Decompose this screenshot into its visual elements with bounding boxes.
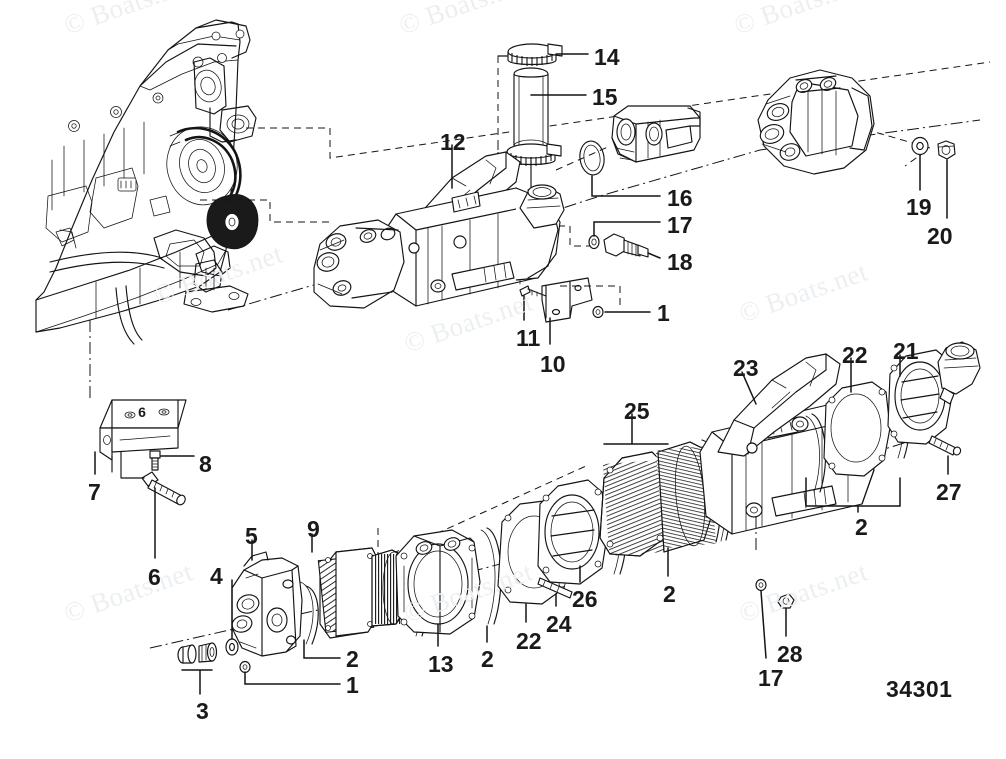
callout-2-d: 2 — [855, 514, 868, 540]
callout-4: 4 — [210, 563, 223, 589]
callout-17-bottom: 17 — [758, 665, 784, 691]
callout-14: 14 — [594, 44, 620, 70]
callout-3: 3 — [196, 698, 209, 724]
callout-25: 25 — [624, 398, 650, 424]
callout-22-a: 22 — [516, 628, 542, 654]
callout-8: 8 — [199, 451, 212, 477]
callout-1-top: 1 — [657, 300, 670, 326]
callout-leader-lines — [94, 53, 949, 695]
callout-6: 6 — [148, 564, 161, 590]
heat-exchanger-assembly-12 — [313, 151, 621, 323]
callout-23: 23 — [733, 355, 759, 381]
callout-1-bottom: 1 — [346, 672, 359, 698]
callout-15: 15 — [592, 84, 618, 110]
callout-26: 26 — [572, 586, 598, 612]
callout-24: 24 — [546, 611, 572, 637]
callout-2-c: 2 — [663, 581, 676, 607]
callout-17-top: 17 — [667, 212, 693, 238]
callout-7: 7 — [88, 479, 101, 505]
callout-18: 18 — [667, 249, 693, 275]
callout-28: 28 — [777, 641, 803, 667]
callout-20: 20 — [927, 223, 953, 249]
callout-27: 27 — [936, 479, 962, 505]
o-ring-16-and-endcap — [555, 105, 701, 176]
bracket-7-fasteners: 6 — [99, 399, 187, 506]
svg-text:6: 6 — [138, 404, 146, 420]
callout-2-b: 2 — [481, 646, 494, 672]
sea-water-pump-upper-right — [757, 69, 956, 175]
callout-11: 11 — [516, 325, 541, 351]
callout-21: 21 — [893, 338, 919, 364]
diagram-number: 34301 — [886, 676, 953, 702]
callout-9: 9 — [307, 516, 320, 542]
callout-16: 16 — [667, 185, 693, 211]
callout-5: 5 — [245, 523, 258, 549]
callout-2-a: 2 — [346, 646, 359, 672]
heat-exchanger-exploded-lower-right — [480, 341, 981, 625]
engine-block-illustration — [35, 19, 259, 400]
callout-10: 10 — [540, 351, 566, 377]
callout-22-b: 22 — [842, 342, 868, 368]
callout-19: 19 — [906, 194, 932, 220]
callout-13: 13 — [428, 651, 454, 677]
callout-12: 12 — [440, 129, 466, 155]
sea-water-pump-exploded-lower-left — [177, 529, 481, 674]
